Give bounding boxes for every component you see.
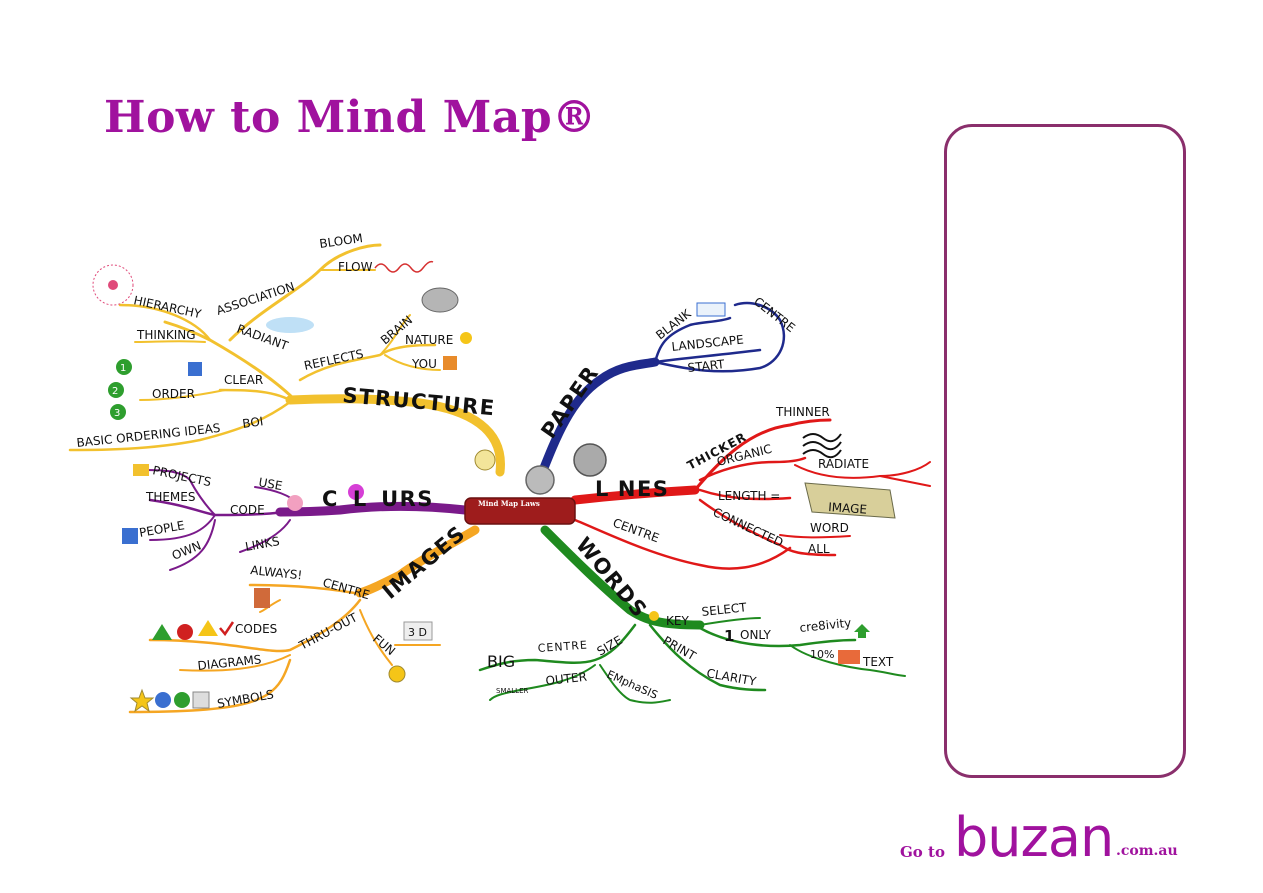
order-number-2: 2 [112, 386, 118, 397]
up-arrow-icon [854, 624, 870, 638]
word-radiate: RADIATE [818, 457, 869, 471]
lines-branch-lines [570, 418, 931, 570]
branch-label-images: IMAGES [378, 521, 471, 604]
word-cre8ivity: cre8ivity [799, 616, 852, 635]
branch-label-paper: PAPER [536, 361, 603, 443]
word-centre-paper: CENTRE [751, 294, 798, 335]
cube-3d-icon [403, 621, 433, 641]
sun-icon [460, 332, 472, 344]
word-start: START [687, 357, 726, 375]
word-image-lines: IMAGE [828, 500, 868, 517]
order-number-1: 1 [120, 363, 126, 374]
colours-branch-lines [144, 469, 470, 571]
footer-domain: .com.au [1116, 843, 1178, 859]
word-order: ORDER [152, 387, 195, 401]
word-reflects: REFLECTS [303, 347, 365, 373]
words-branch-lines [478, 525, 906, 704]
paper-branch-lines [535, 301, 786, 483]
code-symbols-icons [152, 620, 235, 640]
word-nature: NATURE [405, 333, 453, 347]
smiley-icon [388, 665, 406, 683]
flow-wave-icon [374, 260, 434, 273]
word-connected: CONNECTED [711, 505, 786, 550]
symbol-icons [129, 688, 210, 713]
word-print: PRINT [661, 633, 699, 663]
word-you: YOU [411, 357, 437, 371]
word-flow: FLOW [338, 260, 373, 274]
word-smaller: SMALLER [496, 687, 528, 695]
word-one: 1 [724, 627, 734, 645]
word-all: ALL [808, 542, 830, 556]
colour-ball-icon [348, 484, 364, 500]
word-centre-images: CENTRE [321, 575, 371, 602]
word-select: SELECT [701, 600, 748, 619]
word-hierarchy: HIERARCHY [132, 293, 203, 321]
blank-page-icon [696, 302, 726, 317]
word-use: USE [257, 475, 283, 493]
word-blank: BLANK [653, 306, 694, 343]
word-codes: CODES [235, 622, 277, 636]
word-size: SIZE [595, 633, 625, 659]
word-outer: OUTER [545, 670, 588, 688]
central-image [464, 443, 607, 525]
pencils-icon [254, 588, 270, 608]
word-centre-words: CENTRE [537, 639, 588, 655]
footer-goto: Go to [900, 843, 945, 861]
order-number-icons [108, 359, 132, 420]
word-landscape: LANDSCAPE [671, 332, 744, 353]
images-branch-lines [128, 525, 480, 714]
order-number-3: 3 [114, 408, 120, 419]
arrow-doc-icon [188, 362, 202, 376]
word-code: CODE [230, 503, 265, 517]
brain-icon [421, 287, 459, 313]
footer-brand: Go to buzan .com.au [900, 806, 1200, 872]
central-label: Mind Map Laws [478, 499, 540, 508]
word-thru-out: THRU-OUT [296, 610, 360, 653]
water-drop-icon [266, 317, 314, 333]
word-big: BIG [487, 652, 515, 671]
word-key: KEY [666, 614, 689, 628]
word-boi: BOI [241, 414, 264, 431]
word-clear: CLEAR [224, 373, 263, 387]
word-3d: 3 D [408, 626, 427, 639]
people-icon [443, 356, 457, 370]
word-thinner: THINNER [775, 405, 830, 419]
branch-label-structure: STRUCTURE [342, 383, 497, 420]
word-links: LINKS [244, 534, 281, 554]
notes-panel [944, 124, 1186, 778]
organic-lines-icon [802, 433, 842, 459]
book-icon [838, 650, 860, 664]
folder-icon [133, 464, 149, 476]
word-ten-percent: 10% [810, 648, 834, 661]
people-add-icon [122, 528, 138, 544]
page-title: How to Mind Map® [104, 92, 597, 143]
word-clarity: CLARITY [705, 666, 757, 689]
word-only: ONLY [740, 628, 772, 642]
word-thinking: THINKING [136, 328, 196, 342]
palette-icon [287, 495, 303, 511]
word-basic-ordering-ideas: BASIC ORDERING IDEAS [76, 421, 221, 450]
word-length: LENGTH = [718, 489, 780, 503]
word-text: TEXT [862, 655, 894, 669]
word-themes: THEMES [145, 490, 196, 504]
word-diagrams: DIAGRAMS [197, 652, 262, 673]
key-icon [649, 611, 659, 621]
image-envelope-icon [804, 482, 896, 519]
structure-branch-lines [68, 243, 505, 477]
brand-logo-text: buzan [954, 806, 1114, 869]
word-always: ALWAYS! [250, 563, 303, 582]
word-bloom: BLOOM [318, 231, 363, 251]
word-centre-lines: CENTRE [611, 516, 661, 546]
word-projects: PROJECTS [151, 463, 212, 489]
word-symbols: SYMBOLS [216, 687, 275, 711]
word-own: OWN [170, 538, 203, 562]
burst-icon [92, 264, 134, 306]
word-word: WORD [810, 521, 849, 535]
